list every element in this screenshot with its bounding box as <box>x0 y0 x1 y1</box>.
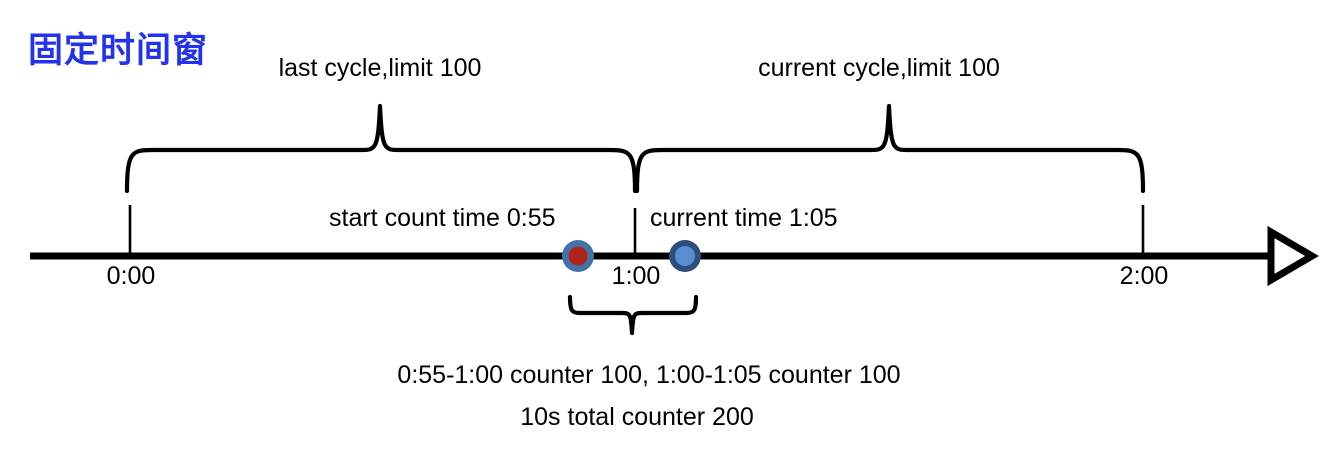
start-count-marker-dot <box>568 246 588 266</box>
current-time-label: current time 1:05 <box>650 204 838 232</box>
timeline-arrowhead-icon <box>1267 225 1319 287</box>
current-time-marker-dot <box>675 246 695 266</box>
tick-label-0-00: 0:00 <box>106 262 156 290</box>
start-count-time-label: start count time 0:55 <box>329 204 556 232</box>
tick-label-1-00: 1:00 <box>611 262 661 290</box>
brace-current-cycle <box>634 103 1146 194</box>
last-cycle-label: last cycle,limit 100 <box>278 54 482 82</box>
page-title: 固定时间窗 <box>28 31 209 71</box>
tick-label-2-00: 2:00 <box>1119 262 1169 290</box>
brace-last-cycle <box>124 103 638 194</box>
brace-counting-window <box>567 294 699 336</box>
footer-total-counter: 10s total counter 200 <box>520 403 754 431</box>
current-cycle-label: current cycle,limit 100 <box>758 54 1000 82</box>
footer-counter-breakdown: 0:55-1:00 counter 100, 1:00-1:05 counter… <box>397 361 901 389</box>
